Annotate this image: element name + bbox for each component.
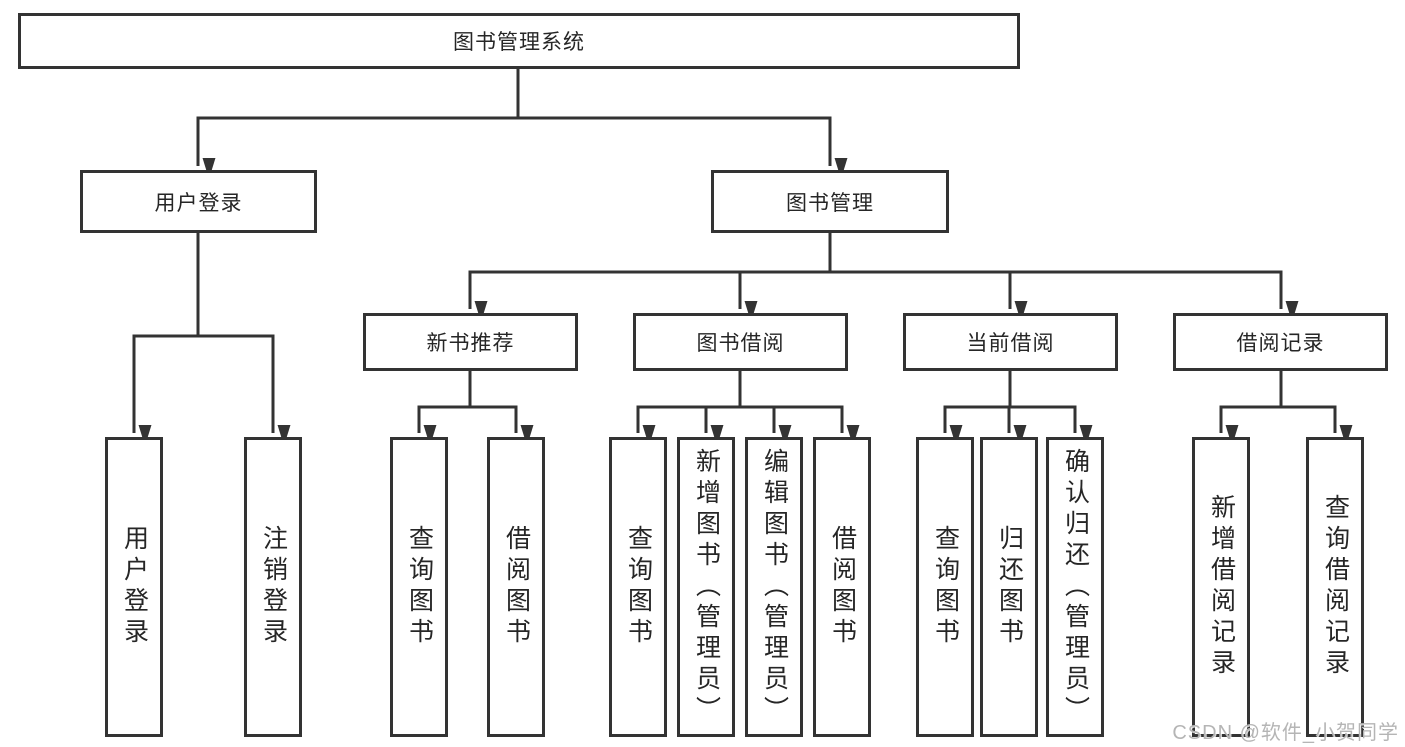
leaf-return-book-label: 归还图书	[995, 525, 1024, 649]
leaf-edit-book-admin-label: 编辑图书（管理员）	[760, 447, 789, 727]
node-current-borrow-label: 当前借阅	[966, 332, 1055, 355]
node-root-label: 图书管理系统	[453, 31, 585, 54]
node-user-login: 用户登录	[80, 170, 317, 233]
leaf-user-login-label: 用户登录	[120, 525, 149, 649]
leaf-add-book-admin-label: 新增图书（管理员）	[692, 447, 721, 727]
leaf-newbook-borrow-book-label: 借阅图书	[502, 525, 531, 649]
node-new-book-recommend: 新书推荐	[363, 313, 578, 371]
leaf-current-query-book: 查询图书	[916, 437, 974, 737]
node-borrow-record: 借阅记录	[1173, 313, 1388, 371]
leaf-confirm-return-admin: 确认归还（管理员）	[1046, 437, 1104, 737]
csdn-watermark: CSDN @软件_小贺同学	[1172, 722, 1399, 744]
node-root-system: 图书管理系统	[18, 13, 1020, 69]
leaf-current-query-book-label: 查询图书	[931, 525, 960, 649]
leaf-newbook-borrow-book: 借阅图书	[487, 437, 545, 737]
leaf-borrow-query-book: 查询图书	[609, 437, 667, 737]
leaf-query-borrow-record-label: 查询借阅记录	[1321, 494, 1350, 680]
node-book-borrow-label: 图书借阅	[696, 332, 785, 355]
leaf-borrow-book-label: 借阅图书	[828, 525, 857, 649]
leaf-newbook-query-book-label: 查询图书	[405, 525, 434, 649]
node-new-book-recommend-label: 新书推荐	[426, 332, 515, 355]
leaf-borrow-query-book-label: 查询图书	[624, 525, 653, 649]
node-book-management: 图书管理	[711, 170, 949, 233]
leaf-logout: 注销登录	[244, 437, 302, 737]
leaf-newbook-query-book: 查询图书	[390, 437, 448, 737]
node-user-login-label: 用户登录	[154, 191, 243, 215]
leaf-edit-book-admin: 编辑图书（管理员）	[745, 437, 803, 737]
leaf-add-book-admin: 新增图书（管理员）	[677, 437, 735, 737]
node-borrow-record-label: 借阅记录	[1236, 332, 1325, 355]
leaf-query-borrow-record: 查询借阅记录	[1306, 437, 1364, 737]
node-book-borrow: 图书借阅	[633, 313, 848, 371]
leaf-borrow-book: 借阅图书	[813, 437, 871, 737]
node-current-borrow: 当前借阅	[903, 313, 1118, 371]
leaf-return-book: 归还图书	[980, 437, 1038, 737]
leaf-add-borrow-record: 新增借阅记录	[1192, 437, 1250, 737]
leaf-add-borrow-record-label: 新增借阅记录	[1207, 494, 1236, 680]
leaf-confirm-return-admin-label: 确认归还（管理员）	[1061, 447, 1090, 727]
leaf-user-login: 用户登录	[105, 437, 163, 737]
node-book-management-label: 图书管理	[786, 191, 874, 215]
leaf-logout-label: 注销登录	[259, 525, 288, 649]
